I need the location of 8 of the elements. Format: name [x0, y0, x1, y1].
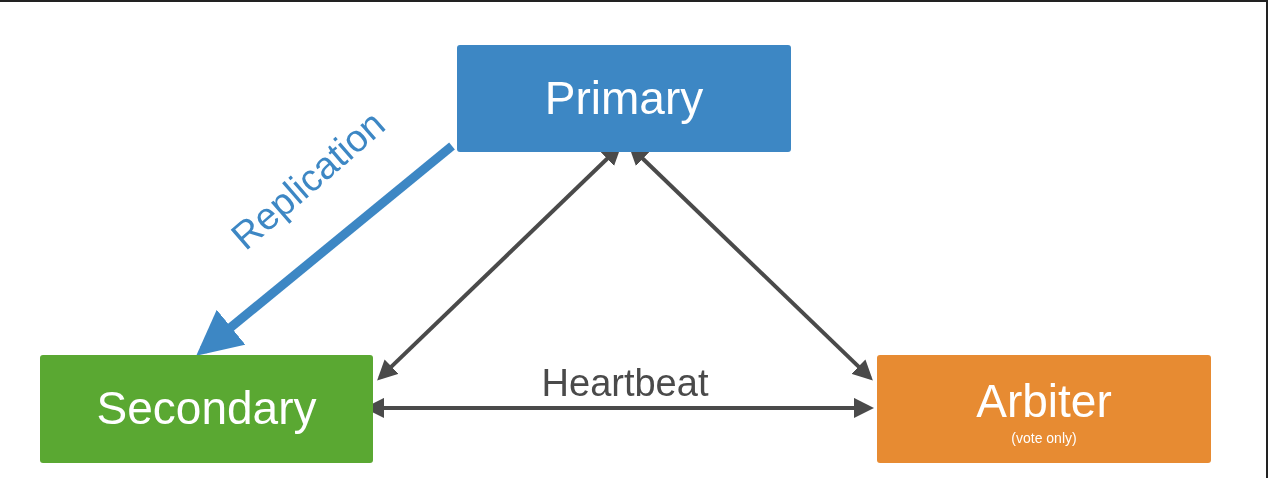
- arbiter-box: [877, 355, 1211, 463]
- node-title: Secondary: [96, 381, 317, 437]
- node-title: Primary: [544, 70, 704, 126]
- secondary-box: [40, 355, 373, 463]
- arrow: [196, 142, 455, 356]
- node-title: Arbiter: [976, 374, 1112, 430]
- node-subtitle: (vote only): [1011, 430, 1077, 445]
- primary-box: [457, 45, 791, 152]
